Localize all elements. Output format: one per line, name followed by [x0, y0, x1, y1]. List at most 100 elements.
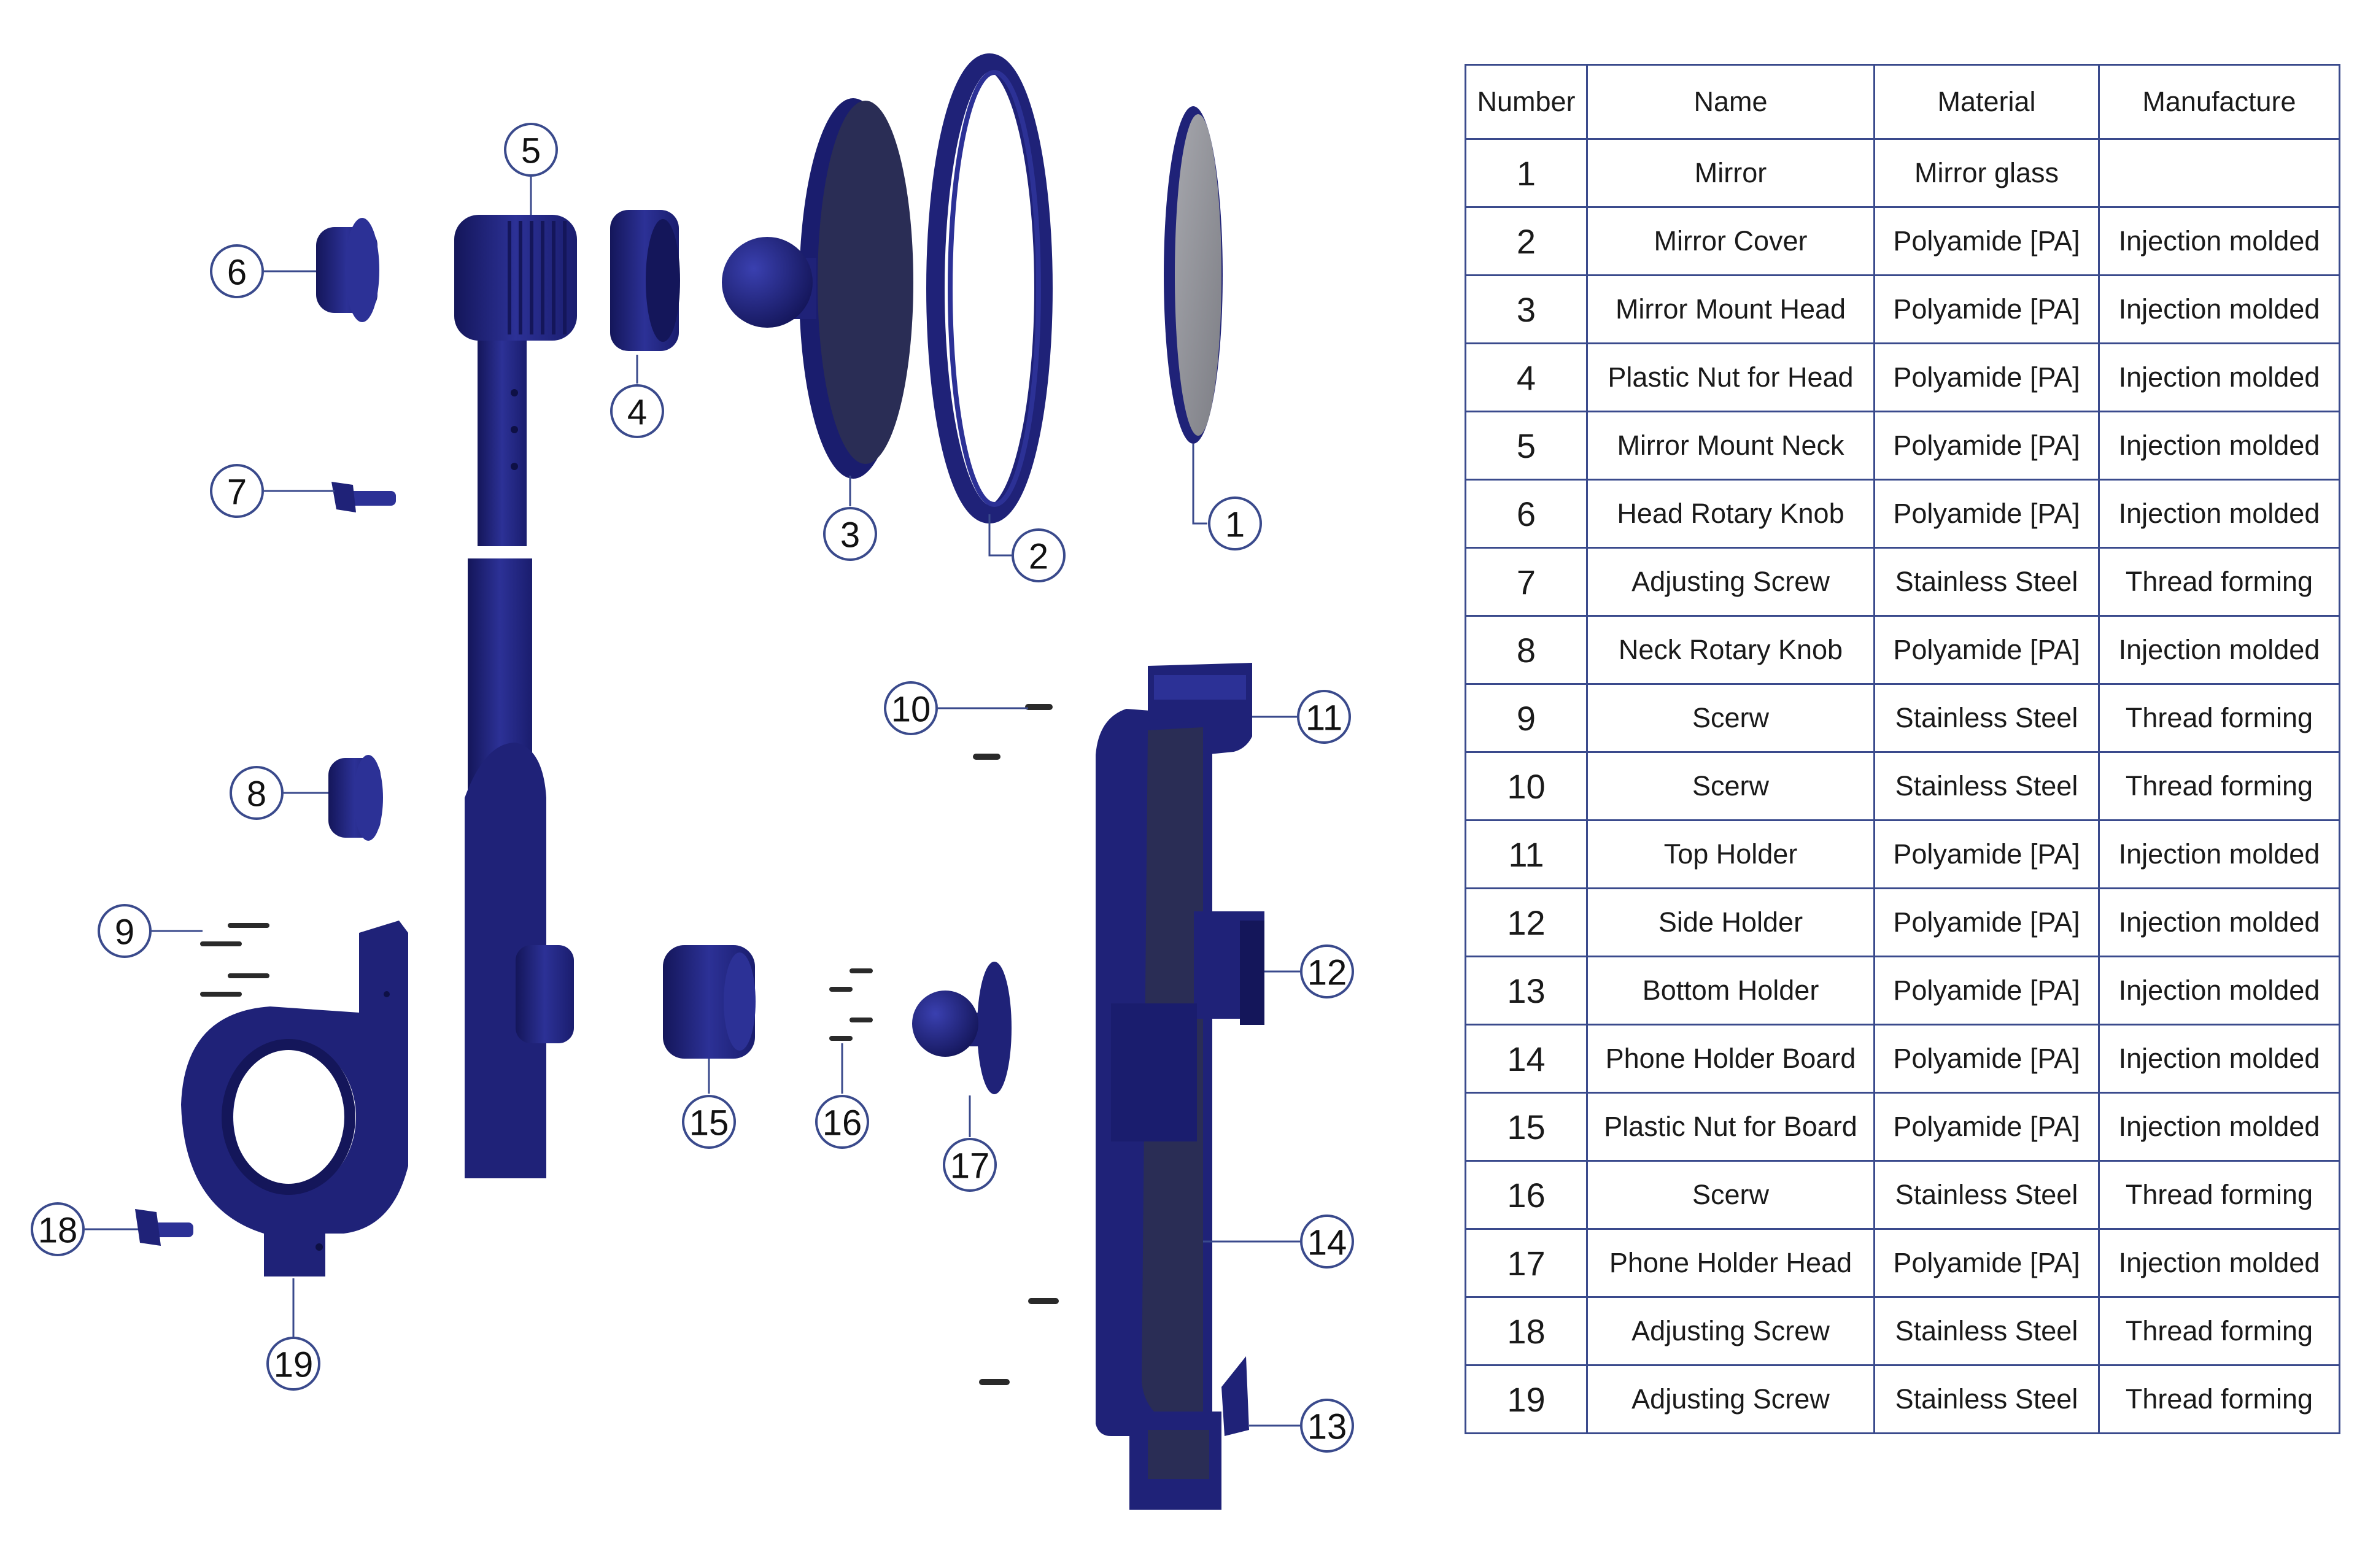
callout-5: 5: [504, 123, 558, 177]
part-mirror-mount-neck: [454, 215, 577, 546]
part-board-screws: [979, 1298, 1059, 1385]
table-header-row: Number Name Material Manufacture: [1465, 64, 2340, 140]
cell-material: Stainless Steel: [1873, 1296, 2100, 1366]
cell-number: 13: [1465, 956, 1588, 1025]
callout-circle: [682, 1095, 736, 1149]
part-neck-rotary-knob: [328, 755, 383, 841]
cell-manufacture: Injection molded: [2098, 1228, 2340, 1298]
cell-name: Neck Rotary Knob: [1586, 615, 1875, 685]
cell-manufacture: Thread forming: [2098, 1160, 2340, 1230]
part-adjusting-screw-18: [135, 1209, 193, 1246]
part-arm: [465, 558, 574, 1178]
cell-material: Stainless Steel: [1873, 547, 2100, 617]
cell-number: 7: [1465, 547, 1588, 617]
callout-19: 19: [266, 1337, 320, 1391]
cell-material: Polyamide [PA]: [1873, 1228, 2100, 1298]
callout-circle: [1012, 528, 1066, 582]
cell-manufacture: Injection molded: [2098, 819, 2340, 889]
cell-manufacture: Thread forming: [2098, 683, 2340, 753]
part-phone-holder-head: [912, 962, 1012, 1094]
cell-material: Polyamide [PA]: [1873, 1092, 2100, 1162]
callout-circle: [610, 384, 664, 438]
callout-1: 1: [1208, 496, 1262, 550]
cell-number: 15: [1465, 1092, 1588, 1162]
cell-name: Adjusting Screw: [1586, 1296, 1875, 1366]
callout-number: 16: [822, 1103, 862, 1143]
cell-manufacture: Injection molded: [2098, 956, 2340, 1025]
callout-17: 17: [943, 1138, 997, 1192]
callout-number: 15: [689, 1103, 729, 1143]
part-screws-10: [973, 704, 1053, 760]
callout-circle: [943, 1138, 997, 1192]
cell-name: Bottom Holder: [1586, 956, 1875, 1025]
part-adjusting-screw-7: [331, 482, 396, 512]
cell-manufacture: Thread forming: [2098, 751, 2340, 821]
leader-1: [1192, 444, 1207, 525]
callout-circle: [1297, 690, 1351, 744]
cell-number: 4: [1465, 342, 1588, 412]
callout-18: 18: [31, 1202, 85, 1256]
callout-circle: [1300, 1399, 1354, 1453]
callout-10: 10: [884, 681, 938, 735]
cell-material: Stainless Steel: [1873, 751, 2100, 821]
callout-circle: [823, 507, 877, 561]
callout-3: 3: [823, 507, 877, 561]
callout-number: 2: [1029, 537, 1048, 577]
callout-circle: [815, 1095, 869, 1149]
callout-12: 12: [1300, 944, 1354, 998]
part-mirror-cover: [926, 53, 1053, 523]
column-header-manufacture: Manufacture: [2098, 64, 2340, 140]
callout-number: 11: [1306, 698, 1342, 738]
cell-name: Mirror Mount Neck: [1586, 411, 1875, 481]
callout-number: 7: [227, 473, 247, 512]
callout-6: 6: [210, 244, 264, 298]
part-mirror: [1164, 106, 1223, 444]
part-screws-16: [829, 968, 873, 1041]
callout-circle: [210, 244, 264, 298]
callout-circle: [210, 464, 264, 518]
cell-manufacture: Thread forming: [2098, 1364, 2340, 1434]
cell-manufacture: [2098, 138, 2340, 208]
cell-material: Polyamide [PA]: [1873, 615, 2100, 685]
cell-number: 18: [1465, 1296, 1588, 1366]
cell-number: 9: [1465, 683, 1588, 753]
cell-name: Scerw: [1586, 751, 1875, 821]
callout-number: 8: [247, 774, 266, 814]
callout-14: 14: [1300, 1215, 1354, 1269]
cell-number: 3: [1465, 274, 1588, 344]
cell-manufacture: Thread forming: [2098, 1296, 2340, 1366]
cell-manufacture: Injection molded: [2098, 887, 2340, 957]
part-bottom-holder: [1129, 1356, 1249, 1510]
callout-circle: [884, 681, 938, 735]
cell-name: Phone Holder Head: [1586, 1228, 1875, 1298]
cell-number: 14: [1465, 1024, 1588, 1094]
callout-number: 4: [627, 393, 647, 433]
cell-name: Head Rotary Knob: [1586, 479, 1875, 549]
cell-number: 16: [1465, 1160, 1588, 1230]
column-header-number: Number: [1465, 64, 1588, 140]
callout-13: 13: [1300, 1399, 1354, 1453]
callout-circle: [31, 1202, 85, 1256]
cell-name: Mirror: [1586, 138, 1875, 208]
cell-material: Polyamide [PA]: [1873, 342, 2100, 412]
cell-name: Plastic Nut for Head: [1586, 342, 1875, 412]
cell-material: Polyamide [PA]: [1873, 479, 2100, 549]
callout-number: 10: [891, 690, 931, 730]
cell-number: 5: [1465, 411, 1588, 481]
cell-name: Phone Holder Board: [1586, 1024, 1875, 1094]
cell-material: Polyamide [PA]: [1873, 1024, 2100, 1094]
cell-number: 12: [1465, 887, 1588, 957]
